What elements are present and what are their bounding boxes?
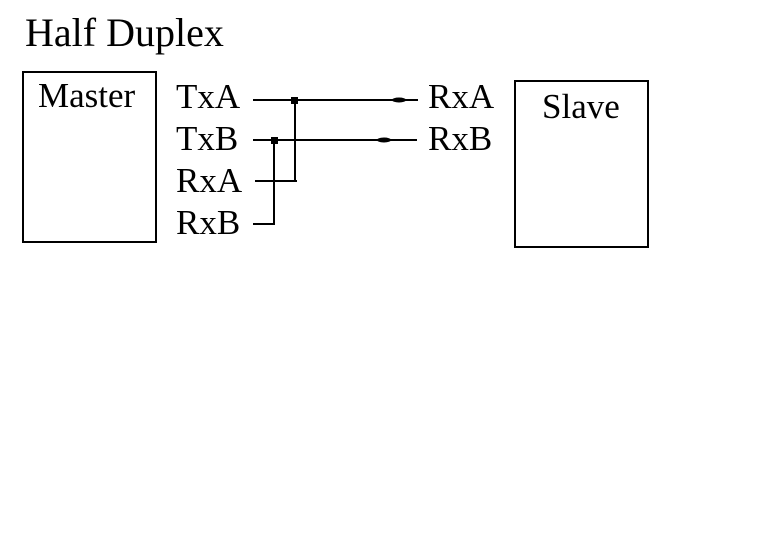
diagram-title: Half Duplex xyxy=(25,10,224,55)
master-box: Master xyxy=(22,71,157,243)
junction-dot-txb xyxy=(271,137,278,144)
slave-pin-rxb: RxB xyxy=(428,119,493,158)
master-pin-txa: TxA xyxy=(176,77,241,116)
master-pin-txb: TxB xyxy=(176,119,239,158)
master-label: Master xyxy=(38,76,136,115)
wire-mark-txb xyxy=(377,137,391,143)
master-pin-rxb: RxB xyxy=(176,203,241,242)
wire-mark-txa xyxy=(392,97,406,103)
master-pin-rxa: RxA xyxy=(176,161,243,200)
slave-box: Slave xyxy=(514,80,649,248)
junction-dot-txa xyxy=(291,97,298,104)
slave-pin-rxa: RxA xyxy=(428,77,495,116)
slave-label: Slave xyxy=(542,87,620,126)
